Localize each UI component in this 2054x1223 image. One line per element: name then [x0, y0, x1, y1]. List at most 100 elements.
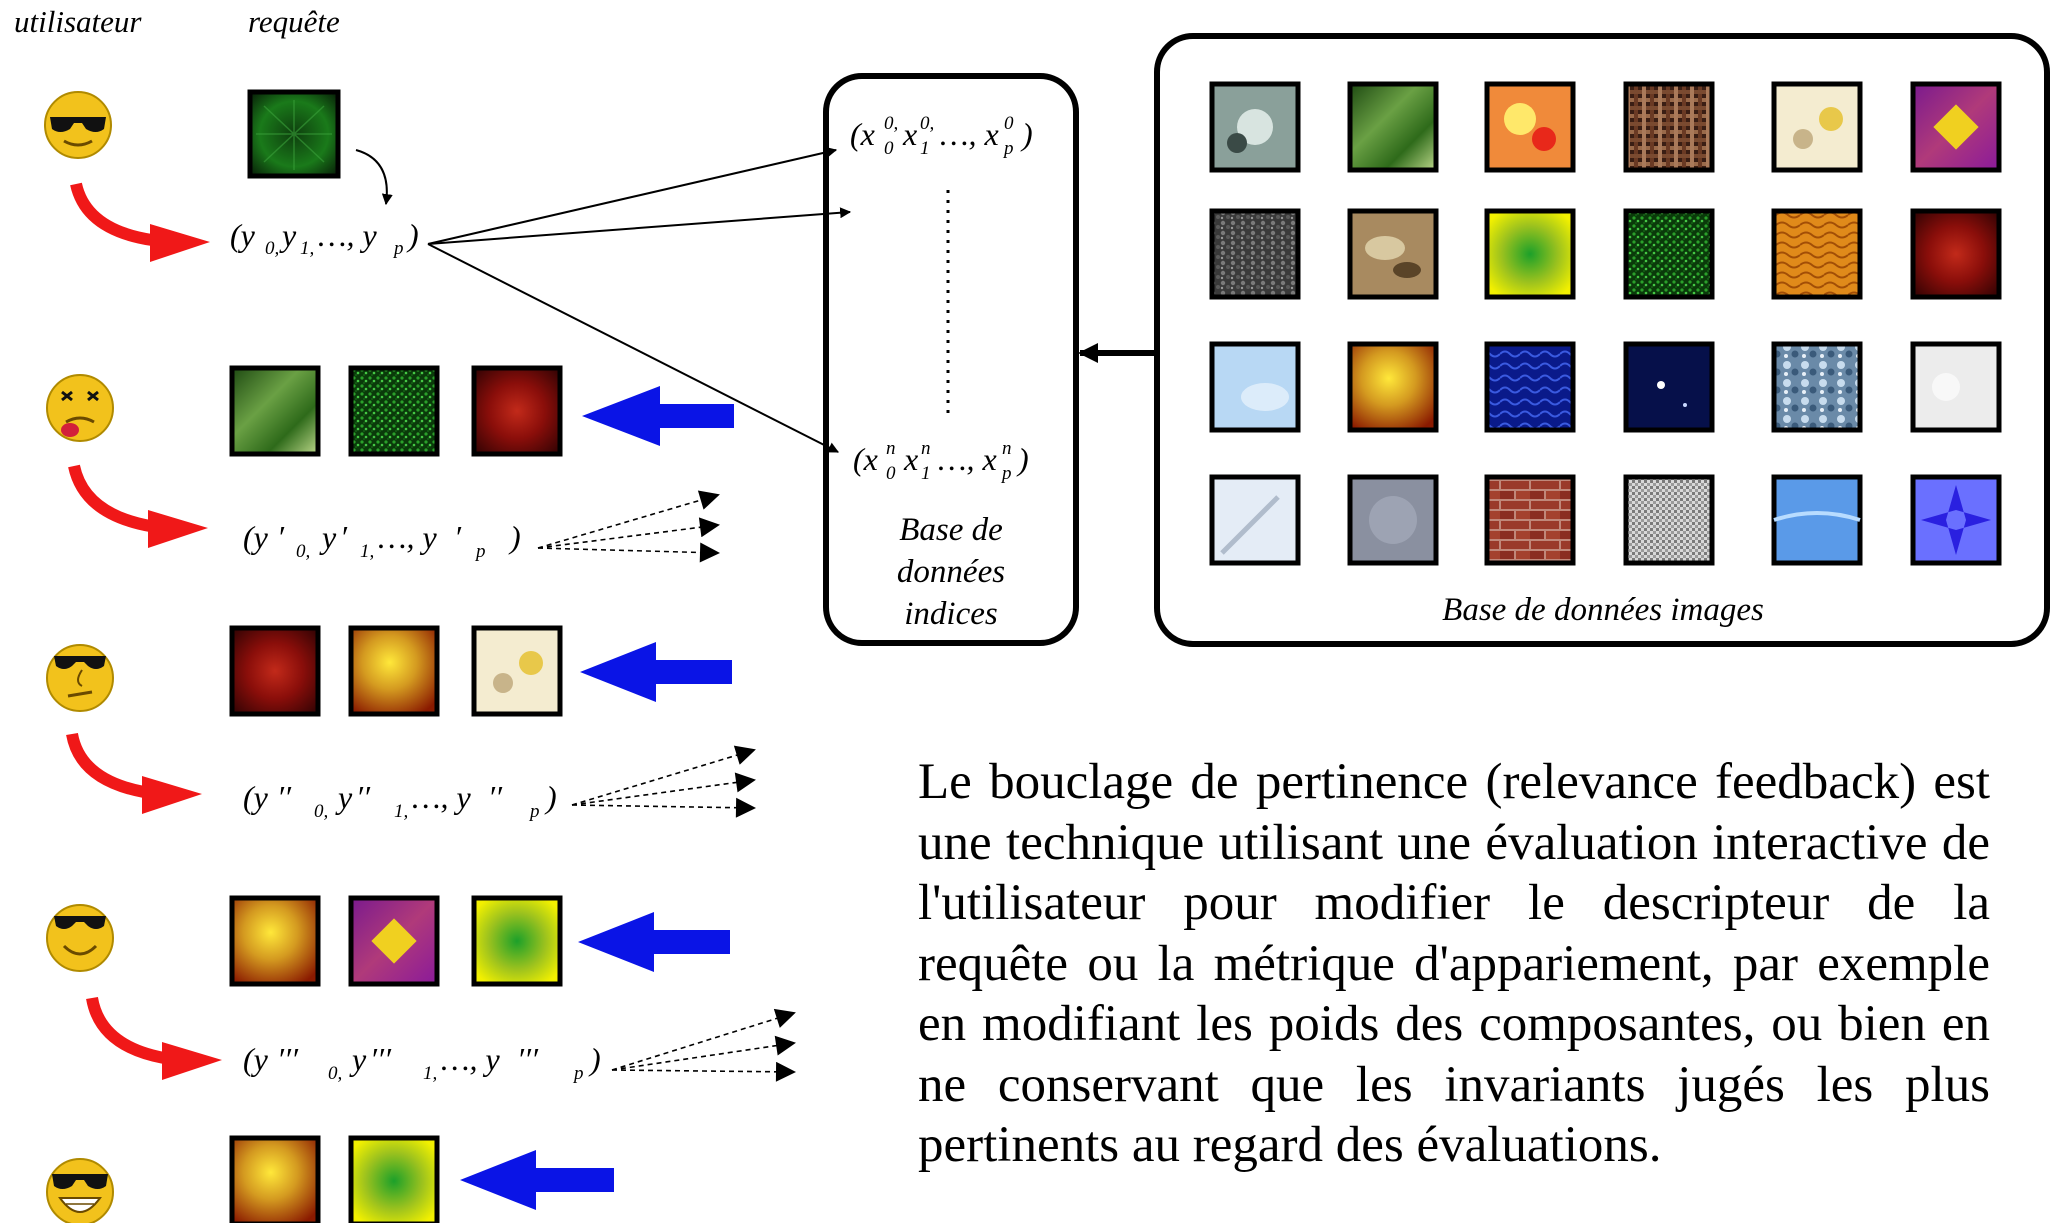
svg-text:…, y: …, y	[412, 779, 471, 815]
index-database-box	[823, 73, 1079, 646]
svg-text:p: p	[1000, 463, 1012, 484]
feedback-image-1-darkred[interactable]	[471, 365, 563, 457]
svg-text:(y: (y	[243, 519, 269, 555]
svg-text:x: x	[903, 441, 918, 477]
feedback-arrow-4	[460, 1150, 614, 1210]
image-database-grid	[1209, 81, 2002, 566]
svg-text:): )	[508, 519, 521, 555]
feedback-image-2-redyellow[interactable]	[348, 625, 440, 717]
feedback-thumbnails	[229, 365, 563, 1223]
grinning-smiley-icon	[46, 1158, 114, 1223]
cool-smiley-icon	[44, 91, 112, 159]
svg-text:n: n	[1002, 438, 1012, 459]
svg-text:0: 0	[886, 463, 896, 484]
svg-text:…, x: …, x	[938, 441, 997, 477]
svg-text:1,: 1,	[394, 801, 408, 822]
db-image-yellowgreen[interactable]	[1484, 208, 1576, 300]
feedback-arrow-2	[580, 642, 732, 702]
db-image-bluestar[interactable]	[1910, 474, 2002, 566]
svg-text:0,: 0,	[328, 1063, 342, 1084]
svg-text:0,: 0,	[884, 113, 898, 134]
db-image-gravel[interactable]	[1209, 208, 1301, 300]
svg-text:n: n	[886, 438, 896, 459]
svg-text:(y: (y	[243, 1041, 269, 1077]
svg-text:): )	[544, 779, 557, 815]
db-image-bubbles[interactable]	[1771, 341, 1863, 433]
db-image-purple[interactable]	[1910, 81, 2002, 173]
svg-text:x: x	[902, 116, 917, 152]
svg-text:′′′: ′′′	[370, 1041, 392, 1077]
svg-text:1,: 1,	[423, 1063, 437, 1084]
svg-text:(y: (y	[243, 779, 269, 815]
svg-text:…, y: …, y	[318, 217, 377, 253]
svg-text:(x: (x	[850, 116, 875, 152]
db-image-wave[interactable]	[1771, 208, 1863, 300]
feedback-image-1-speckle[interactable]	[348, 365, 440, 457]
db-image-ice[interactable]	[1209, 474, 1301, 566]
feedback-image-1-leaf[interactable]	[229, 365, 321, 457]
svg-text:0,: 0,	[296, 541, 310, 562]
feedback-image-4-redyellow[interactable]	[229, 1135, 321, 1223]
db-image-darkred[interactable]	[1910, 208, 2002, 300]
db-image-snow[interactable]	[1910, 341, 2002, 433]
feedback-image-3-yellowgreen[interactable]	[471, 895, 563, 987]
svg-text:0,: 0,	[265, 238, 279, 259]
svg-text:): )	[588, 1041, 601, 1077]
db-image-water[interactable]	[1771, 474, 1863, 566]
db-image-stone[interactable]	[1347, 474, 1439, 566]
query-index-arrow-top	[427, 146, 838, 245]
svg-text:′′: ′′	[356, 779, 371, 815]
query-column-header: requête	[248, 4, 340, 39]
db-image-weave[interactable]	[1623, 81, 1715, 173]
svg-text:p: p	[572, 1063, 584, 1084]
smiling-smiley-icon	[46, 904, 114, 972]
feedback-image-4-yellowgreen[interactable]	[348, 1135, 440, 1223]
db-image-smoke[interactable]	[1209, 81, 1301, 173]
disgusted-smiley-icon	[46, 374, 114, 442]
db-image-flower[interactable]	[1771, 81, 1863, 173]
db-image-rock[interactable]	[1347, 208, 1439, 300]
db-image-redyellow[interactable]	[1347, 341, 1439, 433]
feedback-arrow-1	[582, 386, 734, 446]
feedback-image-3-purple[interactable]	[348, 895, 440, 987]
db-image-leaf[interactable]	[1347, 81, 1439, 173]
db-image-speckle[interactable]	[1623, 208, 1715, 300]
feedback-dashed-arrows-2	[571, 745, 756, 818]
user-column-header: utilisateur	[14, 4, 142, 39]
svg-text:1: 1	[921, 463, 931, 484]
feedback-vector-3: (y′′′0, y′′′1, …, y′′′p )	[243, 1041, 601, 1084]
user-arrow-2	[68, 464, 208, 548]
svg-text:′: ′	[277, 519, 285, 555]
db-image-bluewave[interactable]	[1484, 341, 1576, 433]
db-image-grid[interactable]	[1623, 474, 1715, 566]
feedback-vector-2: (y′′0, y′′1, …, y′′p )	[243, 779, 557, 822]
db-image-brick[interactable]	[1484, 474, 1576, 566]
feedback-image-2-flower[interactable]	[471, 625, 563, 717]
query-image[interactable]	[247, 89, 341, 179]
query-index-arrow-mid	[427, 207, 852, 245]
feedback-vector-1: (y′0, y′1, …, y′p )	[243, 519, 521, 562]
feedback-image-3-redyellow[interactable]	[229, 895, 321, 987]
feedback-arrow-3	[578, 912, 730, 972]
feedback-image-2-darkred[interactable]	[229, 625, 321, 717]
svg-text:y: y	[349, 1041, 367, 1077]
svg-text:): )	[1016, 441, 1029, 477]
svg-text:1,: 1,	[300, 238, 314, 259]
feedback-dashed-arrows-3	[611, 1008, 796, 1082]
db-image-sky[interactable]	[1209, 341, 1301, 433]
svg-text:y: y	[319, 519, 337, 555]
user-arrow-3	[66, 732, 202, 814]
svg-text:): )	[406, 217, 419, 253]
svg-text:p: p	[392, 238, 404, 259]
db-image-stars[interactable]	[1623, 341, 1715, 433]
db-image-flame[interactable]	[1484, 81, 1576, 173]
svg-text:(x: (x	[853, 441, 878, 477]
index-database-label-3: indices	[904, 596, 997, 632]
caption-paragraph: Le bouclage de pertinence (relevance fee…	[918, 754, 1990, 1173]
svg-text:′′: ′′	[488, 779, 503, 815]
query-index-arrow-bottom	[427, 243, 839, 453]
image-database-label: Base de données images	[1442, 592, 1764, 628]
